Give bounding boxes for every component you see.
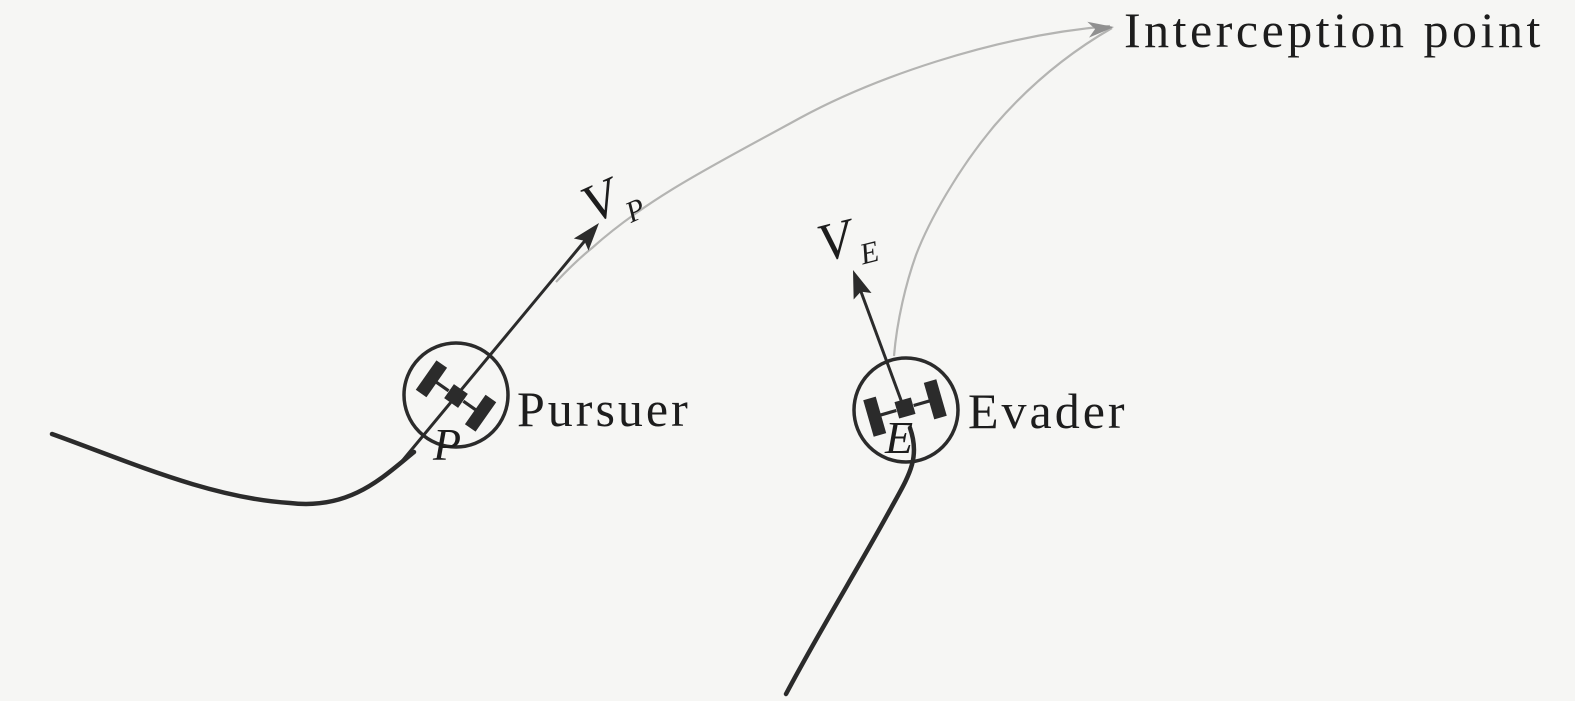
evader-past-trajectory [783, 425, 917, 697]
evader-left-solar-panel [863, 396, 887, 437]
pursuer-right-strut [462, 399, 477, 412]
evader-label: Evader [968, 383, 1128, 439]
evader-satellite-icon [863, 379, 947, 437]
interception-point-label: Interception point [1124, 2, 1544, 58]
pursuer-left-strut [435, 380, 450, 393]
evader-predicted-trajectory [892, 27, 1113, 357]
evader-left-strut [879, 408, 897, 417]
interception-arrowhead-shape [1087, 21, 1114, 38]
pursuer-velocity-shaft [396, 236, 590, 467]
pursuer-right-solar-panel [464, 394, 497, 432]
evader-velocity-arrowhead-icon [853, 270, 872, 300]
pursuer-circle [402, 341, 510, 449]
pursuer-satellite-body [444, 384, 468, 408]
evader-marker [852, 356, 960, 464]
pursuer-symbol-label: P [432, 419, 461, 470]
pursuer-velocity-arrowhead-icon [573, 223, 599, 251]
pursuer-satellite-icon [415, 360, 497, 432]
pursuer-left-solar-panel [415, 360, 448, 398]
pursuer-past-trajectory [49, 431, 417, 507]
pursuer-label: Pursuer [517, 381, 691, 437]
evader-circle [852, 356, 960, 464]
pursuer-predicted-trajectory [555, 24, 1111, 283]
interception-arrowhead-icon [1087, 21, 1114, 38]
evader-right-solar-panel [923, 379, 947, 420]
pursuer-velocity-vector [396, 223, 599, 467]
evader-velocity-shaft [858, 288, 907, 412]
evader-satellite-body [894, 397, 916, 419]
evader-velocity-vector [853, 270, 907, 412]
evader-symbol-label: E [884, 412, 913, 463]
pursuer-marker [402, 341, 510, 449]
evader-right-strut [913, 399, 931, 408]
